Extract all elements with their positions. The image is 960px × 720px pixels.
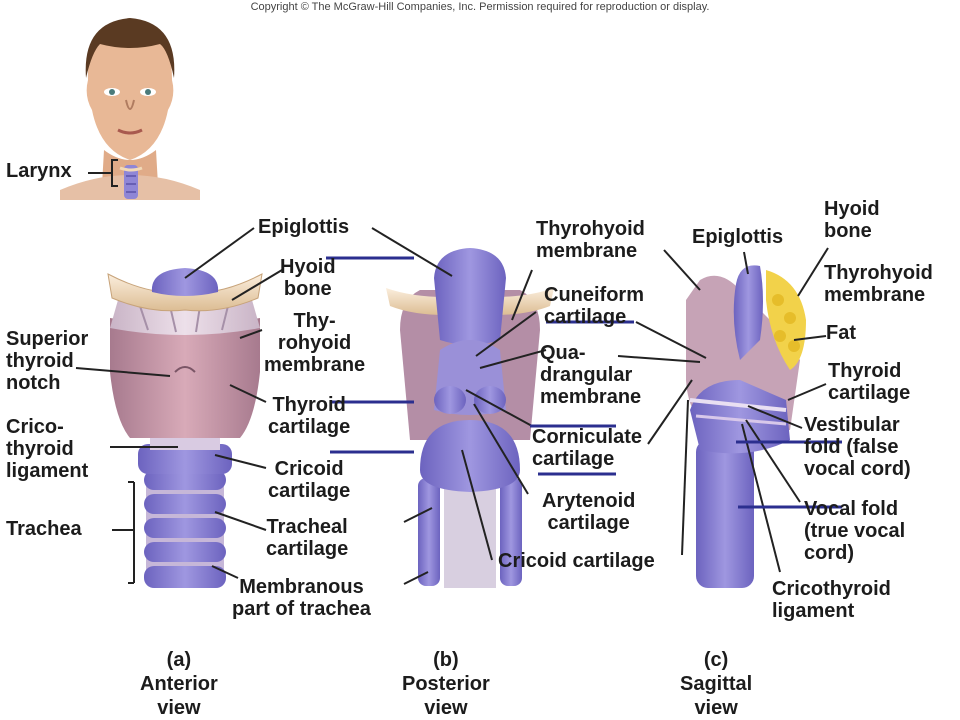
copyright-notice: Copyright © The McGraw-Hill Companies, I… bbox=[250, 1, 710, 13]
posterior-quadrangular-membrane-label: Qua- drangular membrane bbox=[540, 342, 642, 408]
sagittal-vestibular-fold-label: Vestibular fold (false vocal cord) bbox=[804, 414, 911, 480]
head-inset-illustration bbox=[60, 18, 200, 200]
posterior-view-caption: (b) Posterior view bbox=[402, 649, 490, 719]
anterior-larynx-illustration bbox=[107, 268, 263, 588]
sagittal-epiglottis-label: Epiglottis bbox=[692, 226, 784, 248]
anterior-cricothyroid-ligament-label: Crico- thyroid ligament bbox=[6, 416, 89, 482]
anterior-view-caption: (a) Anterior view bbox=[140, 649, 218, 719]
leader-lines bbox=[75, 227, 829, 585]
sagittal-larynx-illustration bbox=[686, 265, 806, 588]
sagittal-hyoid-bone-label: Hyoid bone bbox=[824, 198, 880, 242]
anterior-thyroid-cartilage-label: Thyroid cartilage bbox=[268, 394, 351, 438]
posterior-arytenoid-cartilage-label: Arytenoid cartilage bbox=[542, 490, 636, 534]
anterior-hyoid-bone-label: Hyoid bone bbox=[280, 256, 336, 300]
sagittal-vocal-fold-label: Vocal fold (true vocal cord) bbox=[804, 498, 906, 564]
sagittal-thyrohyoid-membrane-label: Thyrohyoid membrane bbox=[824, 262, 933, 306]
answer-marker-lines bbox=[326, 256, 842, 509]
posterior-thyrohyoid-membrane-label: Thyrohyoid membrane bbox=[536, 218, 645, 262]
sagittal-fat-label: Fat bbox=[826, 322, 856, 344]
sagittal-thyroid-cartilage-label: Thyroid cartilage bbox=[828, 360, 911, 404]
anterior-epiglottis-label: Epiglottis bbox=[258, 216, 350, 238]
anterior-tracheal-cartilage-label: Tracheal cartilage bbox=[266, 516, 349, 560]
anterior-cricoid-cartilage-label: Cricoid cartilage bbox=[268, 458, 351, 502]
posterior-cricoid-cartilage-label: Cricoid cartilage bbox=[498, 550, 655, 572]
posterior-larynx-illustration bbox=[386, 248, 554, 588]
sagittal-view-caption: (c) Sagittal view bbox=[680, 649, 753, 719]
anterior-trachea-label: Trachea bbox=[6, 518, 82, 540]
anterior-superior-thyroid-notch-label: Superior thyroid notch bbox=[6, 328, 89, 394]
larynx-inset-label: Larynx bbox=[6, 160, 72, 182]
posterior-corniculate-cartilage-label: Corniculate cartilage bbox=[532, 426, 643, 470]
posterior-cuneiform-cartilage-label: Cuneiform cartilage bbox=[544, 284, 644, 328]
anterior-thyrohyoid-membrane-label: Thy- rohyoid membrane bbox=[264, 310, 366, 376]
sagittal-cricothyroid-ligament-label: Cricothyroid ligament bbox=[772, 578, 891, 622]
anterior-membranous-part-label: Membranous part of trachea bbox=[232, 576, 371, 620]
